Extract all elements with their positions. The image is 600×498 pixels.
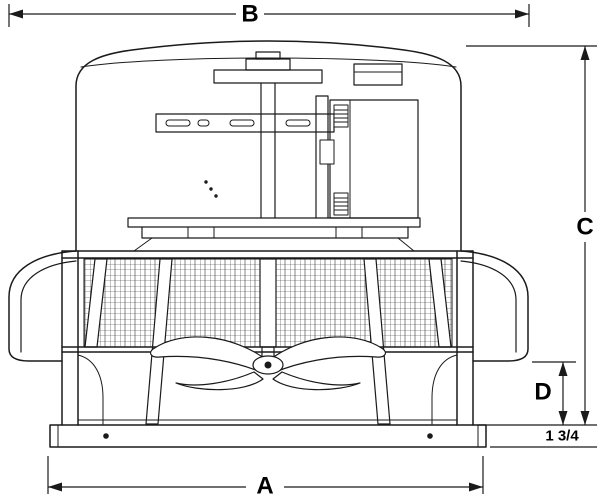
dimension-d: D <box>532 361 576 425</box>
fan-section <box>61 250 474 426</box>
hood-seam <box>80 57 457 68</box>
venturi <box>77 354 458 425</box>
support-leg-right <box>363 258 391 425</box>
dimension-base-thickness: 1 3/4 <box>490 428 597 448</box>
windband-right <box>460 250 529 362</box>
arrow-down <box>580 411 590 425</box>
spring-top <box>333 104 349 128</box>
arrow-left <box>9 9 23 19</box>
guard-bottom-rail <box>61 346 474 353</box>
top-cap-upper <box>255 51 281 60</box>
blade-left <box>150 336 269 374</box>
curb-walls <box>61 250 474 426</box>
motor-platform <box>127 217 421 252</box>
base <box>49 424 487 448</box>
deck-top-rail <box>61 250 474 259</box>
base-plate <box>49 424 487 448</box>
dim-d-label: D <box>534 379 551 406</box>
blade-lower-right <box>272 371 361 391</box>
spring-bottom <box>333 192 349 216</box>
windband-left <box>8 250 77 362</box>
arrow-up <box>580 46 590 60</box>
top-cap <box>245 58 291 71</box>
dimension-b: B <box>8 1 530 28</box>
dim-a-label: A <box>256 473 273 498</box>
bolt-hole-left <box>103 433 109 439</box>
dimension-c: C <box>466 45 597 426</box>
arrow-left <box>48 482 62 492</box>
support-leg-left <box>145 258 173 425</box>
top-plate <box>213 69 323 84</box>
dim-c-label: C <box>576 214 593 241</box>
arrow-right <box>469 482 483 492</box>
mesh-guard <box>61 250 474 425</box>
center-post <box>259 258 277 348</box>
arrow-right <box>515 9 529 19</box>
dimension-a: A <box>47 456 484 498</box>
shaft-hub <box>319 139 335 165</box>
arrow-down <box>558 411 568 425</box>
hood <box>75 40 462 252</box>
arrow-up <box>558 362 568 376</box>
bolt-hole-right <box>427 433 433 439</box>
fan-propeller <box>150 336 386 391</box>
belt-guard-top <box>353 63 403 86</box>
blade-right <box>267 336 386 374</box>
dim-base-thickness-label: 1 3/4 <box>545 428 579 445</box>
dim-b-label: B <box>241 1 258 28</box>
blade-lower-left <box>175 371 264 391</box>
motor-assembly <box>127 82 421 252</box>
drive-shaft <box>260 82 276 219</box>
